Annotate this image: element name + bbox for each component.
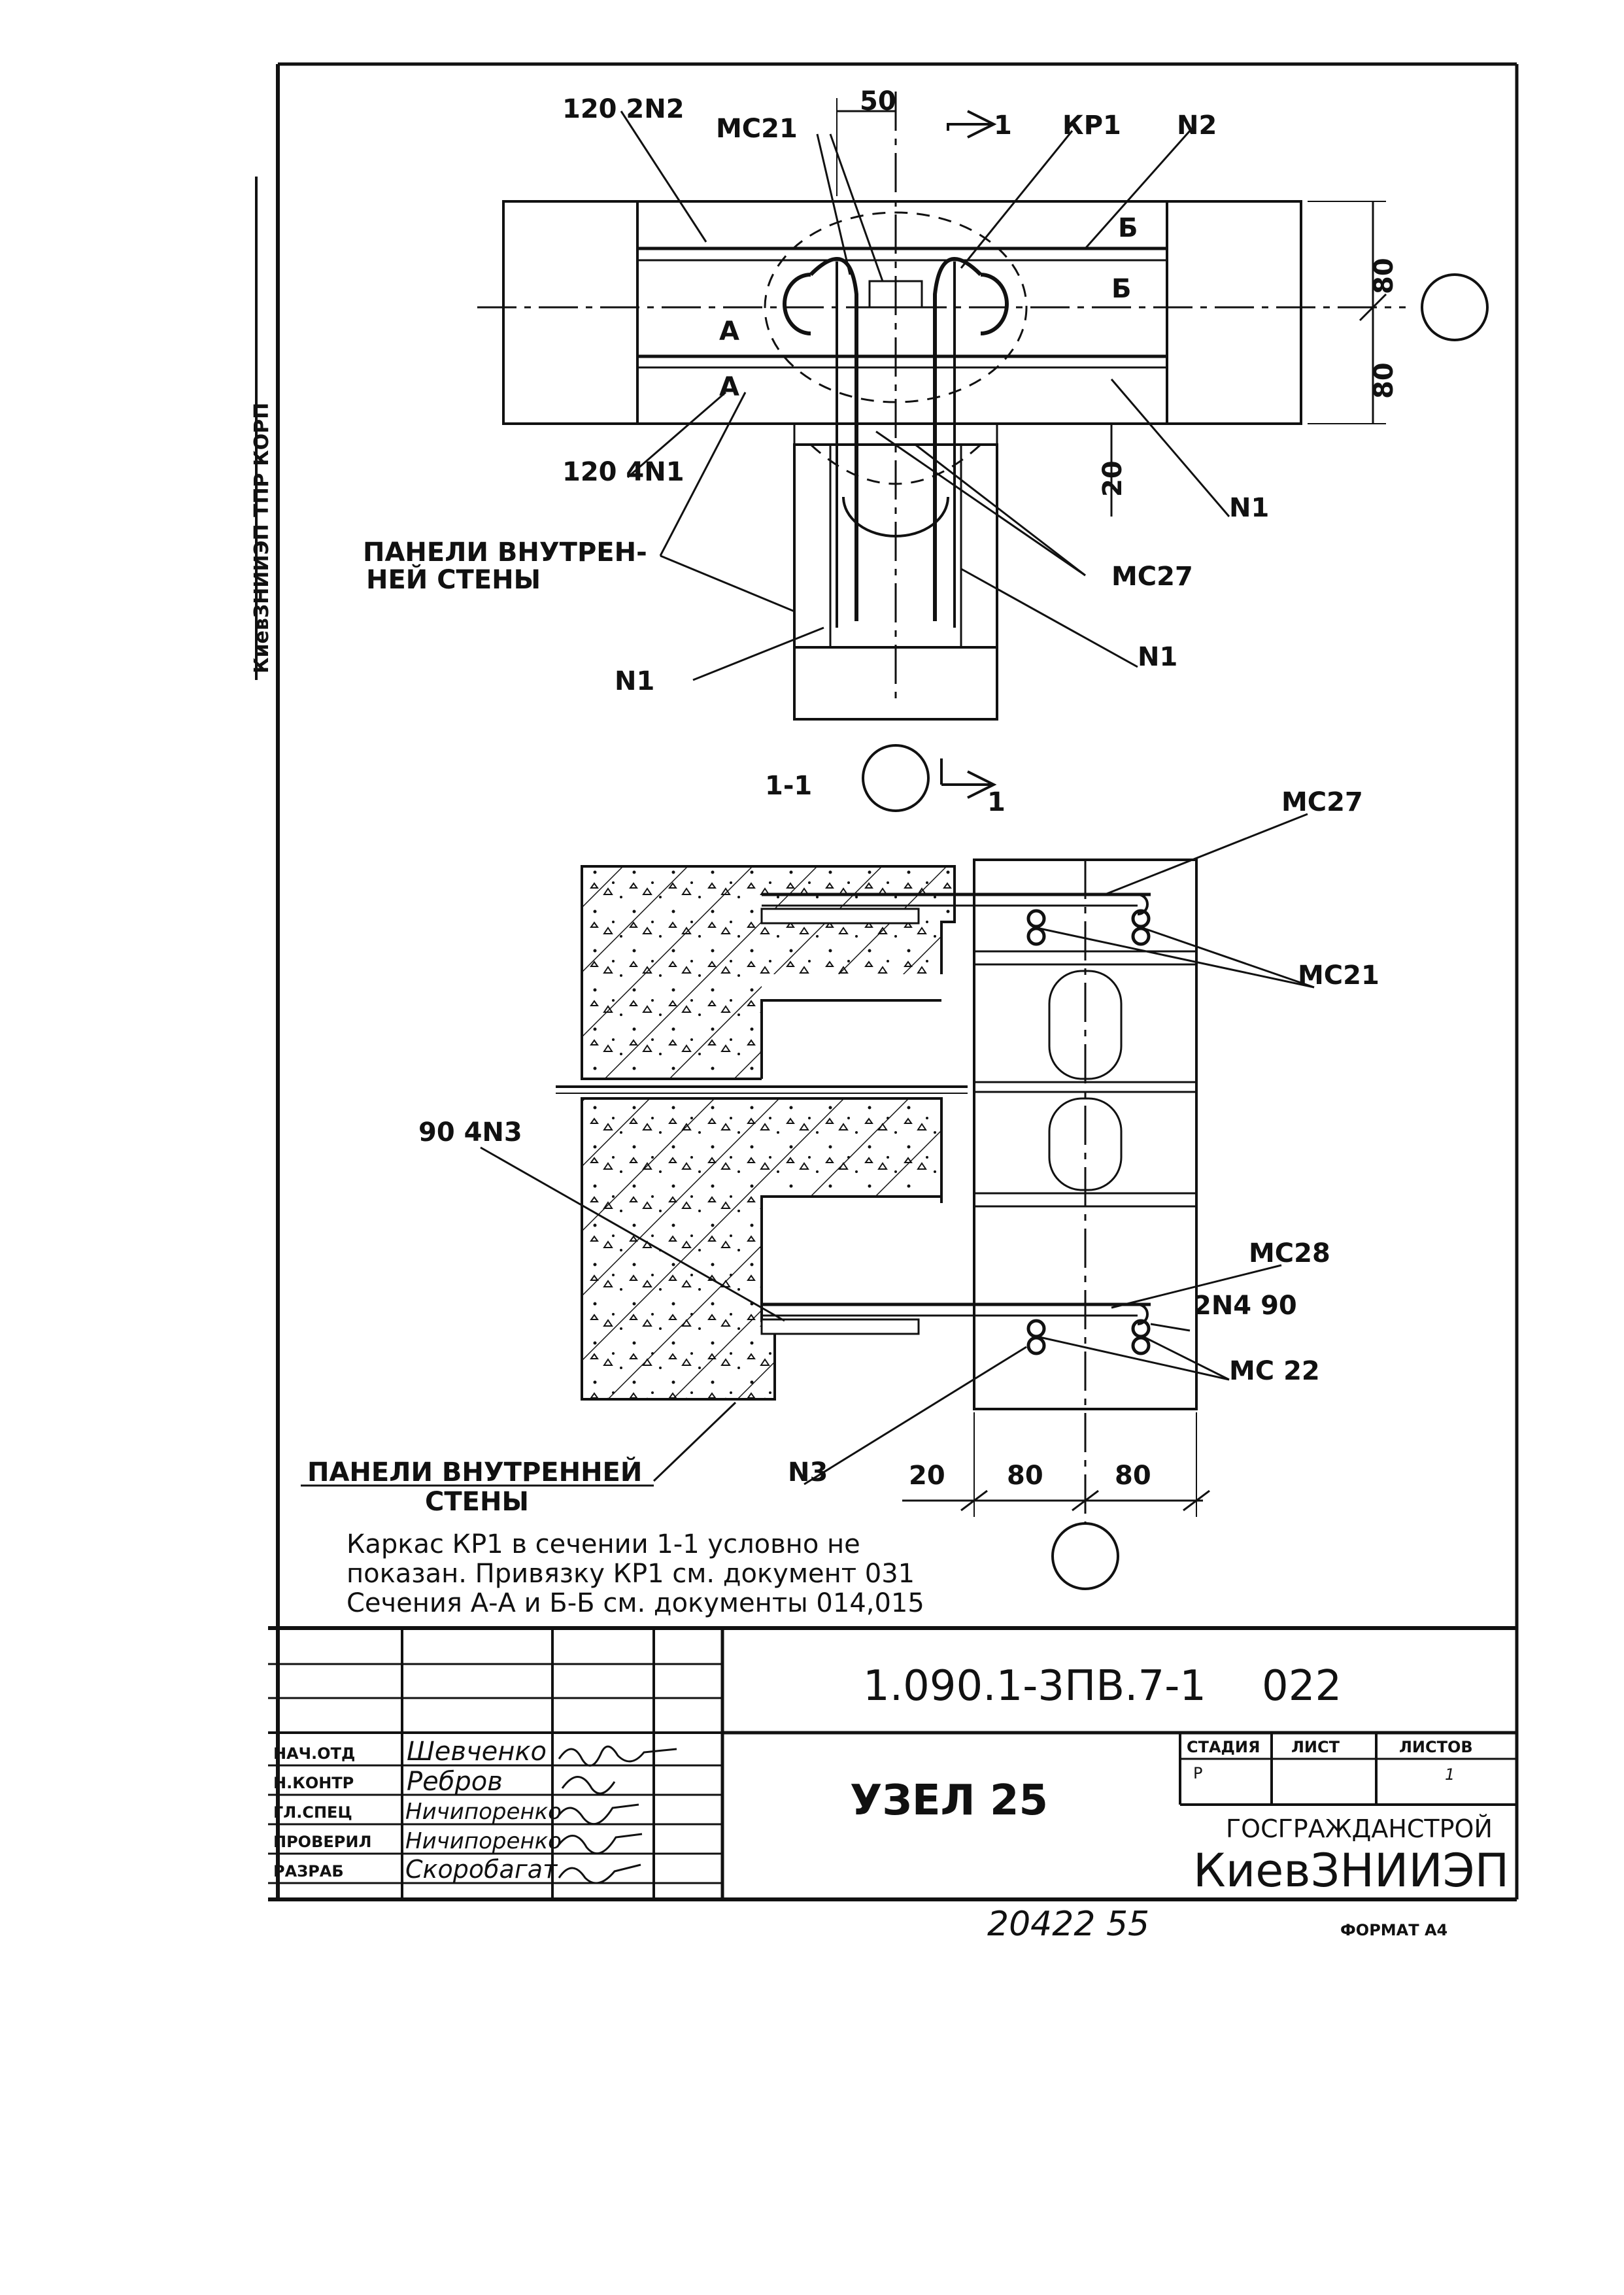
label-mc22: МС 22	[1229, 1356, 1320, 1386]
label-n1-left: N1	[615, 666, 654, 696]
note-line-2: показан. Привязку КР1 см. документ 031	[347, 1559, 915, 1589]
doc-code: 1.090.1-3ПВ.7-1	[863, 1662, 1206, 1710]
label-kp1: КР1	[1062, 110, 1121, 141]
label-mc21-section: МС21	[1298, 960, 1379, 991]
role-5: РАЗРАБ	[273, 1862, 344, 1880]
plan-labels: 120 2N2 МС21 50 1 КР1 N2 Б Б А А 80 80 2…	[363, 86, 1399, 817]
drawing-title: УЗЕЛ 25	[850, 1776, 1048, 1825]
format-label: ФОРМАТ А4	[1340, 1921, 1447, 1939]
side-stamp: КиевЗНИИЭП ТПР КОРП	[250, 177, 273, 680]
dim-50: 50	[860, 86, 896, 116]
label-section-mark-top: 1	[994, 110, 1012, 141]
name-4: Ничипоренко	[405, 1828, 562, 1854]
label-mc27-top: МС27	[1111, 562, 1193, 592]
label-n1-lower: N1	[1138, 642, 1177, 672]
panels-top-line1: ПАНЕЛИ ВНУТРЕН-	[363, 537, 647, 568]
dim-20-bottom: 20	[909, 1461, 945, 1491]
label-n1-right: N1	[1229, 493, 1269, 523]
label-n3: N3	[788, 1457, 828, 1488]
notes: Каркас КР1 в сечении 1-1 условно не пока…	[347, 1529, 924, 1618]
label-mc28: МС28	[1249, 1238, 1330, 1268]
dim-80-a: 80	[1369, 258, 1399, 294]
panels-top-line2: НЕЙ СТЕНЫ	[366, 564, 541, 595]
label-b-2: Б	[1111, 274, 1132, 304]
panels-bottom-line1: ПАНЕЛИ ВНУТРЕННЕЙ	[307, 1456, 642, 1488]
dim-80-d: 80	[1115, 1461, 1151, 1491]
name-3: Ничипоренко	[405, 1799, 562, 1825]
role-1: НАЧ.ОТД	[273, 1744, 355, 1763]
section-title-1-1: 1-1	[765, 771, 812, 801]
label-n2: N2	[1177, 110, 1217, 141]
label-a-1: А	[719, 316, 739, 347]
label-120-4n1: 120 4N1	[562, 457, 685, 487]
org-top: ГОСГРАЖДАНСТРОЙ	[1226, 1814, 1493, 1843]
section-labels: МС27 МС21 90 4N3 МС28 2N4 90 МС 22 N3 20…	[301, 787, 1379, 1517]
side-stamp-text: КиевЗНИИЭП ТПР КОРП	[250, 403, 273, 673]
sheet-footer: 20422 55 ФОРМАТ А4	[987, 1905, 1447, 1944]
name-5: Скоробагат	[405, 1855, 558, 1884]
signatures	[556, 1745, 677, 1884]
role-4: ПРОВЕРИЛ	[273, 1833, 371, 1851]
label-2n4-90: 2N4 90	[1193, 1291, 1297, 1321]
dim-80-b: 80	[1369, 362, 1399, 399]
name-1: Шевченко	[407, 1737, 547, 1767]
title-block	[268, 1626, 1517, 1899]
label-mc27-section: МС27	[1281, 787, 1363, 817]
label-120-2n2: 120 2N2	[562, 94, 685, 124]
dim-20-top: 20	[1098, 460, 1128, 497]
doc-sheet-number: 022	[1262, 1662, 1342, 1710]
plan-detail	[477, 92, 1489, 812]
name-2: Ребров	[407, 1767, 503, 1797]
panels-bottom-line2: СТЕНЫ	[425, 1487, 529, 1517]
sheet-frame	[268, 62, 1519, 1901]
sheets-value: 1	[1445, 1765, 1455, 1784]
note-line-3: Сечения А-А и Б-Б см. документы 014,015	[347, 1588, 924, 1618]
dim-80-c: 80	[1007, 1461, 1043, 1491]
archive-number: 20422 55	[987, 1905, 1149, 1944]
note-line-1: Каркас КР1 в сечении 1-1 условно не	[347, 1529, 860, 1559]
label-b-1: Б	[1118, 213, 1138, 243]
label-section-mark-bottom: 1	[987, 787, 1006, 817]
label-90-4n3: 90 4N3	[418, 1117, 522, 1148]
sheets-header: ЛИСТОВ	[1399, 1738, 1473, 1756]
label-mc21-top: МС21	[716, 114, 798, 144]
title-block-text: 1.090.1-3ПВ.7-1 022 УЗЕЛ 25 СТАДИЯ ЛИСТ …	[273, 1662, 1509, 1897]
stage-value: Р	[1193, 1764, 1202, 1782]
role-3: ГЛ.СПЕЦ	[273, 1803, 352, 1822]
stage-header: СТАДИЯ	[1187, 1738, 1260, 1756]
role-2: Н.КОНТР	[273, 1774, 354, 1792]
section-1-1	[480, 813, 1315, 1590]
org-main: КиевЗНИИЭП	[1193, 1844, 1509, 1897]
sheet-header: ЛИСТ	[1291, 1738, 1340, 1756]
label-a-2: А	[719, 372, 739, 402]
